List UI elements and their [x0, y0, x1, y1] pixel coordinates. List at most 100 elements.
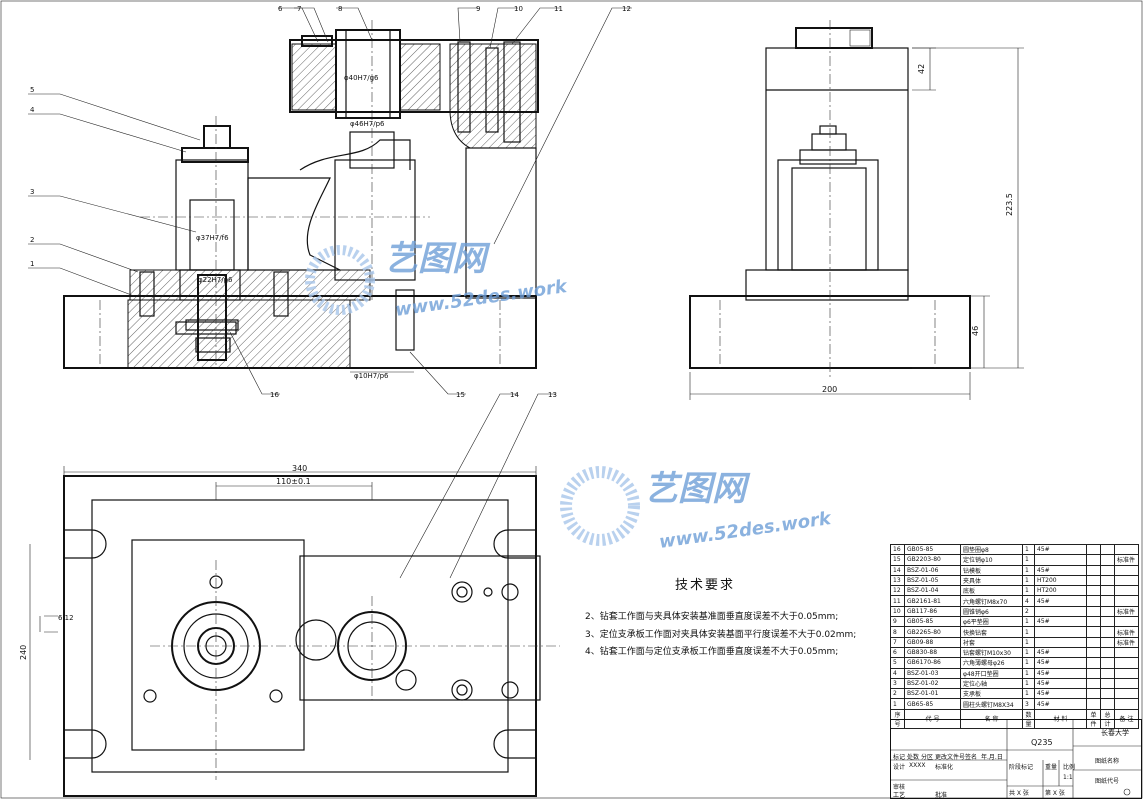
parts-cell-code: BSZ-01-06: [904, 564, 961, 576]
parts-cell-weight: [1086, 605, 1101, 618]
parts-cell-weight: [1100, 688, 1115, 700]
parts-cell-note: 标准件: [1114, 554, 1139, 566]
parts-cell-qty: 1: [1022, 543, 1035, 556]
parts-cell-mat: HT200: [1034, 574, 1087, 587]
parts-cell-no: 12: [890, 585, 905, 597]
parts-cell-mat: 45#: [1034, 616, 1087, 628]
parts-cell-mat: 45#: [1034, 595, 1087, 607]
tb-date: 年.月.日: [981, 754, 1003, 761]
parts-cell-code: BSZ-01-03: [904, 667, 961, 679]
parts-cell-no: 1: [890, 698, 905, 710]
parts-cell-weight: [1100, 585, 1115, 597]
parts-cell-name: 衬套: [960, 636, 1023, 648]
parts-cell-note: [1114, 595, 1139, 607]
parts-cell-note: [1114, 657, 1139, 669]
balloon-2: 2: [30, 236, 34, 244]
tb-stage: 阶段标记: [1009, 764, 1034, 771]
tb-std: 标准化: [935, 764, 954, 771]
parts-cell-mat: 45#: [1034, 667, 1087, 679]
parts-cell-mat: 45#: [1034, 543, 1087, 556]
parts-cell-name: φ6平垫圈: [960, 616, 1023, 628]
parts-cell-code: GB2203-80: [904, 554, 961, 566]
balloon-3: 3: [30, 188, 34, 196]
parts-cell-weight: [1086, 543, 1101, 556]
tech-req-item: 2、钻套工作面与夹具体安装基准面垂直度误差不大于0.05mm;: [585, 612, 839, 622]
parts-cell-weight: [1086, 677, 1101, 690]
parts-cell-note: [1114, 667, 1139, 679]
parts-cell-code: GB2265-80: [904, 626, 961, 638]
tb-design: 设计: [893, 764, 906, 771]
hdr-no: 序号: [890, 708, 905, 729]
parts-cell-code: GB117-86: [904, 605, 961, 618]
balloon-16: 16: [270, 391, 279, 399]
balloon-11: 11: [554, 5, 563, 13]
parts-cell-mat: [1034, 605, 1087, 618]
parts-cell-code: GB6170-86: [904, 657, 961, 669]
hdr-unit-wt: 单件: [1086, 708, 1101, 729]
parts-cell-weight: [1086, 554, 1101, 566]
parts-cell-code: GB830-88: [904, 646, 961, 659]
parts-cell-no: 15: [890, 554, 905, 566]
parts-cell-weight: [1086, 585, 1101, 597]
parts-cell-weight: [1086, 564, 1101, 576]
parts-cell-weight: [1086, 657, 1101, 669]
fit-46: φ46H7/p6: [350, 120, 385, 128]
balloon-12: 12: [622, 5, 631, 13]
watermark-bottom: 艺图网 www.52des.work: [560, 466, 833, 553]
dim-223: 223.5: [1005, 193, 1014, 216]
dim-42: 42: [917, 64, 926, 74]
parts-cell-qty: 1: [1022, 585, 1035, 597]
watermark-site: www.52des.work: [394, 276, 569, 321]
parts-cell-code: BSZ-01-01: [904, 688, 961, 700]
watermark-brand-2: 艺图网: [644, 469, 751, 509]
parts-cell-weight: [1100, 677, 1115, 690]
parts-cell-qty: 1: [1022, 646, 1035, 659]
parts-cell-code: BSZ-01-05: [904, 574, 961, 587]
tb-process: 工艺: [893, 792, 906, 799]
title-block: Q235 长春大学 图纸名称 图纸代号 标记 处数 分区 更改文件号 签名 年.…: [890, 719, 1142, 799]
parts-cell-weight: [1100, 667, 1115, 679]
fit-37: φ37H7/f6: [196, 234, 229, 242]
balloon-9: 9: [476, 5, 480, 13]
parts-cell-mat: [1034, 554, 1087, 566]
parts-cell-note: [1114, 616, 1139, 628]
parts-cell-no: 3: [890, 677, 905, 690]
parts-cell-qty: 1: [1022, 667, 1035, 679]
parts-cell-name: 定位销φ10: [960, 554, 1023, 566]
parts-cell-weight: [1086, 646, 1101, 659]
parts-cell-mat: 45#: [1034, 564, 1087, 576]
parts-cell-no: 4: [890, 667, 905, 679]
tb-count: 处数: [907, 754, 920, 761]
title-block-grid: [891, 720, 1141, 798]
fit-40: φ40H7/g6: [344, 74, 379, 82]
parts-cell-note: [1114, 543, 1139, 556]
watermark-brand: 艺图网: [384, 239, 491, 279]
parts-cell-weight: [1100, 646, 1115, 659]
front-section-view: [63, 20, 539, 369]
tech-req-item: 3、定位支承板工作面对夹具体安装基面平行度误差不大于0.02mm;: [585, 629, 857, 640]
parts-cell-weight: [1086, 698, 1101, 710]
balloon-15: 15: [456, 391, 465, 399]
tb-drawing-name: 图纸名称: [1095, 758, 1120, 765]
top-view: 340 110±0.1 240 6.12: [19, 464, 560, 797]
balloon-10: 10: [514, 5, 523, 13]
tb-drawing-code: 图纸代号: [1095, 778, 1120, 785]
parts-cell-mat: 45#: [1034, 698, 1087, 710]
dim-340: 340: [292, 464, 307, 473]
parts-cell-name: 夹具体: [960, 574, 1023, 587]
parts-cell-weight: [1100, 616, 1115, 628]
parts-cell-name: 钻套螺钉M10x30: [960, 646, 1023, 659]
parts-cell-code: GB09-88: [904, 636, 961, 648]
parts-cell-note: [1114, 585, 1139, 597]
